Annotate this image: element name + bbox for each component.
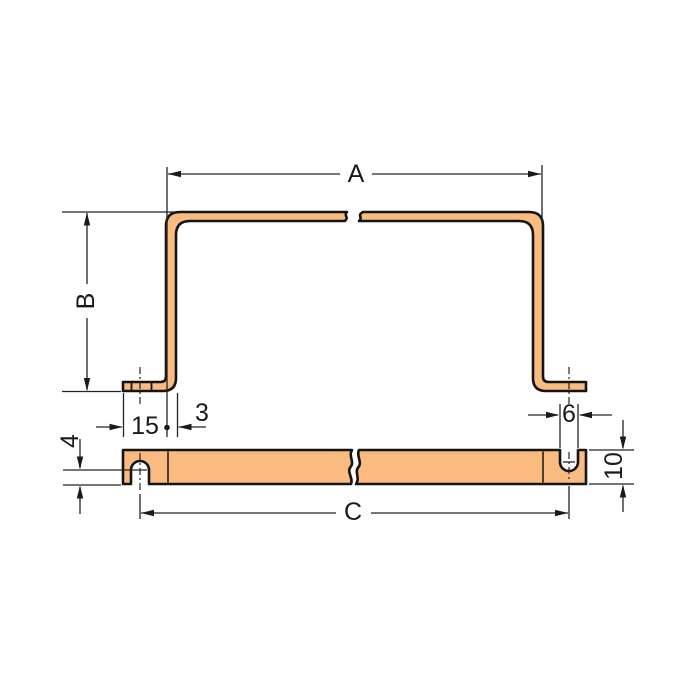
arrowhead-4-down xyxy=(76,456,84,470)
dim-label-6: 6 xyxy=(562,400,576,428)
dim-label-a: A xyxy=(348,160,365,188)
arrowhead-10-down xyxy=(619,436,627,450)
arrowhead-a-right xyxy=(528,170,541,178)
arrowhead-b-bottom xyxy=(83,378,91,391)
arrowhead-4-up xyxy=(76,485,84,499)
dim-label-4: 4 xyxy=(56,434,84,448)
arrowhead-c-left xyxy=(141,509,154,517)
bar-left-piece xyxy=(121,448,354,486)
arrowhead-a-left xyxy=(168,170,181,178)
bracket-left-piece xyxy=(121,210,349,393)
arrowhead-15 xyxy=(109,423,123,431)
dim-label-b: B xyxy=(72,293,100,310)
bracket-right-piece xyxy=(357,210,588,393)
arrowhead-6-right xyxy=(579,411,592,419)
dim-label-10: 10 xyxy=(600,452,628,480)
dim-label-c: C xyxy=(344,498,362,526)
dimension-dot-15-3 xyxy=(164,424,170,431)
arrowhead-6-left xyxy=(546,411,559,419)
arrowhead-c-right xyxy=(555,509,568,517)
arrowhead-10-up xyxy=(619,484,627,498)
arrowhead-b-top xyxy=(83,212,91,226)
bar-right-piece xyxy=(354,448,588,486)
arrowhead-3 xyxy=(178,423,192,431)
dim-label-15: 15 xyxy=(131,412,159,440)
dim-label-3: 3 xyxy=(195,399,209,427)
